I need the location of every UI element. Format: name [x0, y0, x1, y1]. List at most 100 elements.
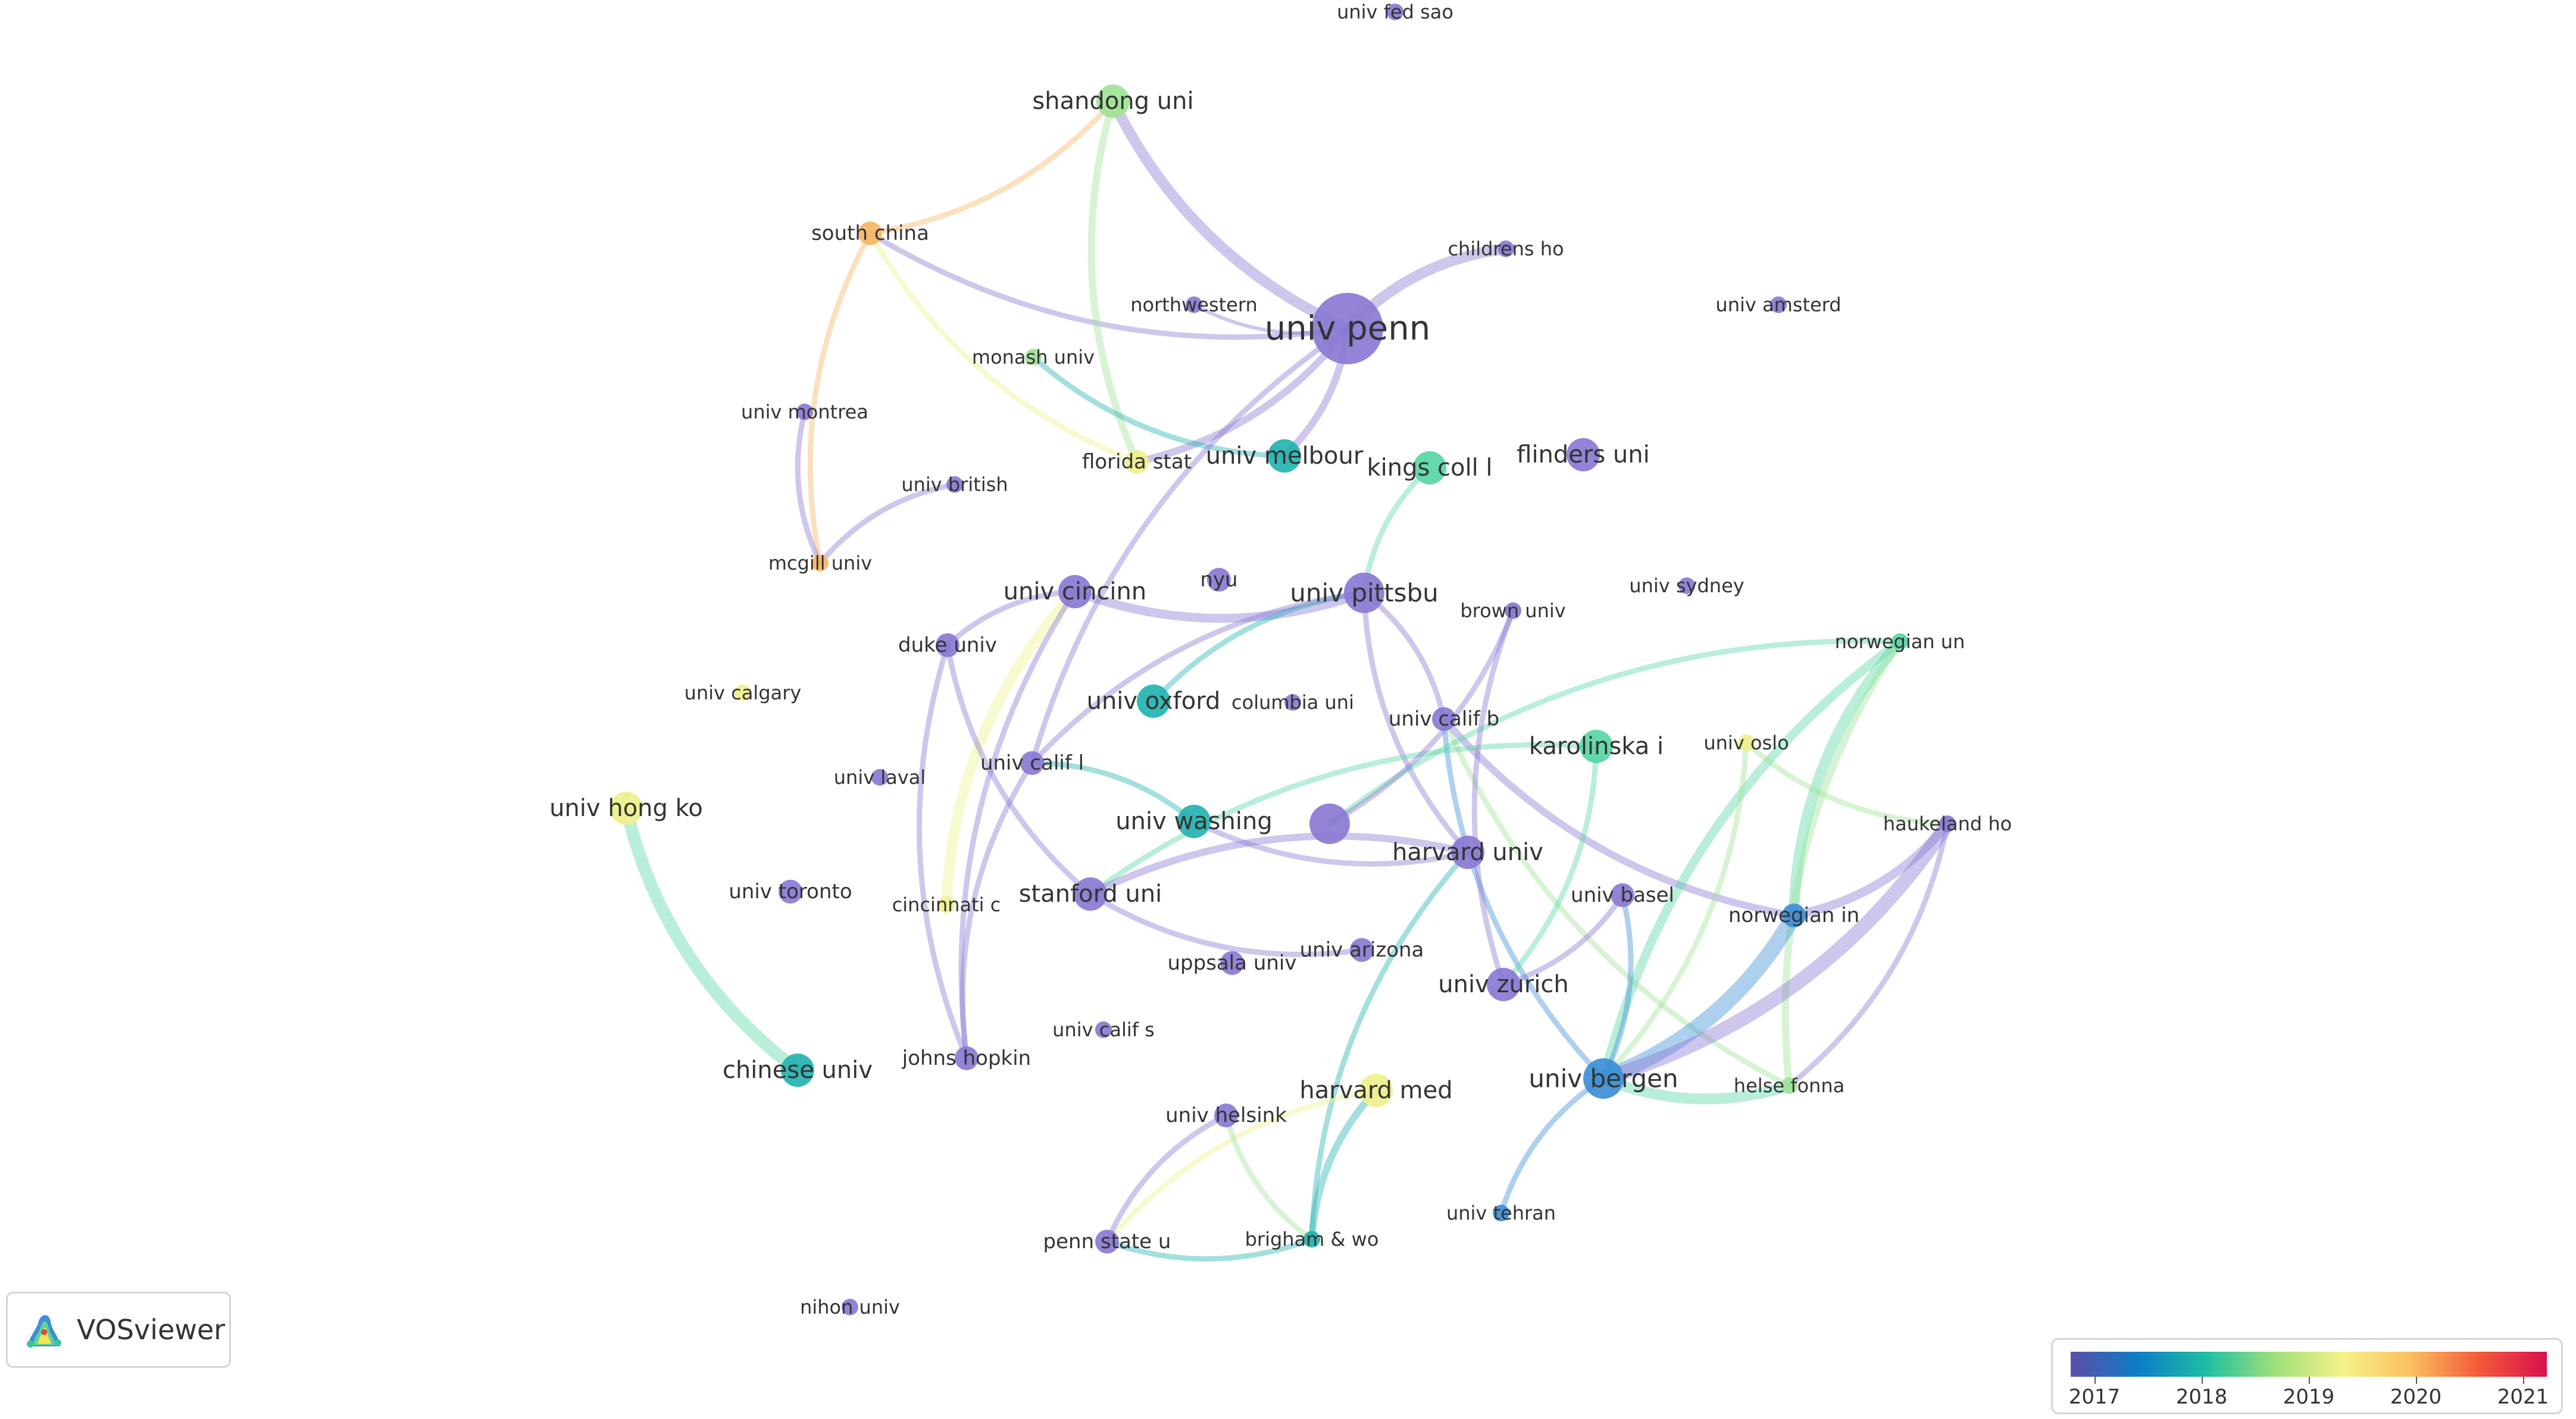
node-duke-univ[interactable]: [936, 633, 959, 657]
node-uppsala-univ[interactable]: [1220, 951, 1244, 975]
node-univ-hong-ko[interactable]: [609, 792, 643, 825]
node-univ-laval[interactable]: [871, 769, 888, 786]
node-label-johns-hopkin[interactable]: johns hopkin: [902, 1046, 1031, 1070]
node-label-northwestern[interactable]: northwestern: [1130, 293, 1257, 316]
node-label-stanford-uni[interactable]: stanford uni: [1019, 880, 1162, 908]
node-south-china[interactable]: [858, 221, 882, 245]
node-label-flinders-uni[interactable]: flinders uni: [1517, 441, 1649, 468]
node-label-haukeland-ho[interactable]: haukeland ho: [1883, 812, 2012, 835]
node-univ-zurich[interactable]: [1487, 968, 1520, 1001]
node-johns-hopkin[interactable]: [955, 1046, 978, 1070]
node-label-univ-melbour[interactable]: univ melbour: [1206, 442, 1364, 470]
node-northwestern[interactable]: [1186, 296, 1202, 313]
node-label-univ-hong-ko[interactable]: univ hong ko: [549, 795, 703, 822]
node-mcgill-univ[interactable]: [812, 555, 829, 571]
node-label-harvard-univ[interactable]: harvard univ: [1392, 839, 1543, 866]
node-univ-washing[interactable]: [1177, 805, 1211, 838]
node-brown-univ[interactable]: [1505, 602, 1521, 619]
node-label-univ-calif-b[interactable]: univ calif b: [1389, 707, 1499, 731]
node-univ-oslo[interactable]: [1738, 734, 1755, 751]
node-label-univ-calgary[interactable]: univ calgary: [684, 682, 802, 704]
node-childrens-ho[interactable]: [1498, 240, 1514, 257]
node-label-florida-stat[interactable]: florida stat: [1082, 450, 1192, 474]
node-univ-pittsbu[interactable]: [1344, 573, 1384, 613]
node-univ-melbour[interactable]: [1268, 439, 1301, 473]
node-univ-helsink[interactable]: [1214, 1104, 1238, 1127]
node-harvard-univ[interactable]: [1451, 836, 1484, 869]
node-label-univ-oslo[interactable]: univ oslo: [1703, 732, 1789, 754]
node-chinese-univ[interactable]: [781, 1054, 814, 1087]
node-label-nyu[interactable]: nyu: [1200, 568, 1237, 592]
node-label-uppsala-univ[interactable]: uppsala univ: [1167, 951, 1296, 975]
node-label-univ-amsterd[interactable]: univ amsterd: [1715, 293, 1841, 316]
node-label-harvard-med[interactable]: harvard med: [1299, 1077, 1452, 1104]
node-label-norwegian-un[interactable]: norwegian un: [1835, 630, 1965, 653]
node-norwegian-un[interactable]: [1892, 633, 1908, 650]
node-label-childrens-ho[interactable]: childrens ho: [1448, 237, 1564, 260]
node-label-columbia-uni[interactable]: columbia uni: [1231, 691, 1354, 714]
node-label-univ-laval[interactable]: univ laval: [834, 766, 926, 789]
node-univ-basel[interactable]: [1611, 883, 1634, 907]
node-label-mcgill-univ[interactable]: mcgill univ: [768, 552, 872, 574]
node-univ-oxford[interactable]: [1137, 685, 1170, 718]
node-univ-british[interactable]: [946, 476, 963, 493]
node-label-univ-british[interactable]: univ british: [901, 473, 1008, 496]
node-label-univ-penn[interactable]: univ penn: [1265, 310, 1430, 348]
node-florida-stat[interactable]: [1125, 450, 1149, 474]
node-label-helse-fonna[interactable]: helse fonna: [1734, 1074, 1845, 1097]
node-label-karolinska-i[interactable]: karolinska i: [1529, 733, 1664, 760]
node-univ-tehran[interactable]: [1493, 1205, 1509, 1221]
node-flinders-uni[interactable]: [1567, 438, 1600, 471]
node-label-univ-zurich[interactable]: univ zurich: [1438, 971, 1568, 998]
node-univ-calif-b[interactable]: [1432, 707, 1456, 731]
node-label-brown-univ[interactable]: brown univ: [1460, 599, 1565, 622]
node-univ-montrea[interactable]: [796, 404, 813, 420]
node-label-univ-oxford[interactable]: univ oxford: [1087, 687, 1221, 715]
node-label-brigham-wo[interactable]: brigham & wo: [1245, 1228, 1379, 1251]
node-label-univ-washing[interactable]: univ washing: [1115, 808, 1272, 835]
node-label-univ-helsink[interactable]: univ helsink: [1165, 1104, 1287, 1127]
node-label-cincinnati-c[interactable]: cincinnati c: [892, 893, 1001, 916]
node-haukeland-ho[interactable]: [1939, 815, 1956, 832]
node-univ-toronto[interactable]: [779, 880, 802, 904]
node-penn-state-u[interactable]: [1095, 1230, 1119, 1254]
node-monash-univ[interactable]: [1025, 349, 1042, 365]
node-label-univ-basel[interactable]: univ basel: [1571, 883, 1674, 907]
node-columbia-uni[interactable]: [1284, 694, 1301, 711]
node-univ-calif-s[interactable]: [1095, 1021, 1112, 1038]
node-label-univ-calif-s[interactable]: univ calif s: [1052, 1018, 1155, 1041]
node-label-norwegian-in[interactable]: norwegian in: [1728, 904, 1859, 927]
node-univ-calif-l[interactable]: [1020, 751, 1044, 775]
node-label-univ-calif-l[interactable]: univ calif l: [980, 751, 1084, 775]
node-label-univ-bergen[interactable]: univ bergen: [1528, 1064, 1678, 1093]
node-shandong-uni[interactable]: [1096, 85, 1130, 118]
node-label-kings-coll-l[interactable]: kings coll l: [1367, 454, 1492, 482]
node-univ-fed-sao[interactable]: [1387, 4, 1403, 20]
node-nihon-univ[interactable]: [842, 1299, 858, 1315]
node-univ-bergen[interactable]: [1583, 1058, 1624, 1099]
node-univ-cincinn[interactable]: [1058, 575, 1092, 608]
vosviewer-logo-badge[interactable]: VOSviewer: [6, 1292, 231, 1368]
node-label-penn-state-u[interactable]: penn state u: [1043, 1230, 1171, 1254]
node-label-south-china[interactable]: south china: [811, 221, 929, 245]
node-label-monash-univ[interactable]: monash univ: [972, 346, 1095, 368]
node-label-univ-arizona[interactable]: univ arizona: [1300, 938, 1424, 962]
node-univ-sydney[interactable]: [1678, 577, 1695, 594]
node-label-shandong-uni[interactable]: shandong uni: [1032, 87, 1193, 115]
node-univ-arizona[interactable]: [1350, 938, 1374, 962]
node-univ-amsterd[interactable]: [1770, 296, 1787, 313]
node-label-chinese-univ[interactable]: chinese univ: [723, 1057, 873, 1084]
node-brigham-wo[interactable]: [1303, 1231, 1320, 1248]
node-nyu[interactable]: [1207, 568, 1231, 592]
node-unlabeled-node[interactable]: [1309, 804, 1350, 844]
node-label-univ-toronto[interactable]: univ toronto: [729, 880, 852, 904]
node-label-univ-fed-sao[interactable]: univ fed sao: [1337, 1, 1453, 23]
node-label-duke-univ[interactable]: duke univ: [898, 633, 997, 657]
node-harvard-med[interactable]: [1359, 1074, 1393, 1107]
node-label-univ-cincinn[interactable]: univ cincinn: [1003, 578, 1146, 605]
node-kings-coll-l[interactable]: [1413, 451, 1446, 485]
node-label-univ-montrea[interactable]: univ montrea: [741, 401, 868, 423]
node-label-univ-pittsbu[interactable]: univ pittsbu: [1290, 579, 1439, 608]
node-karolinska-i[interactable]: [1580, 730, 1613, 763]
